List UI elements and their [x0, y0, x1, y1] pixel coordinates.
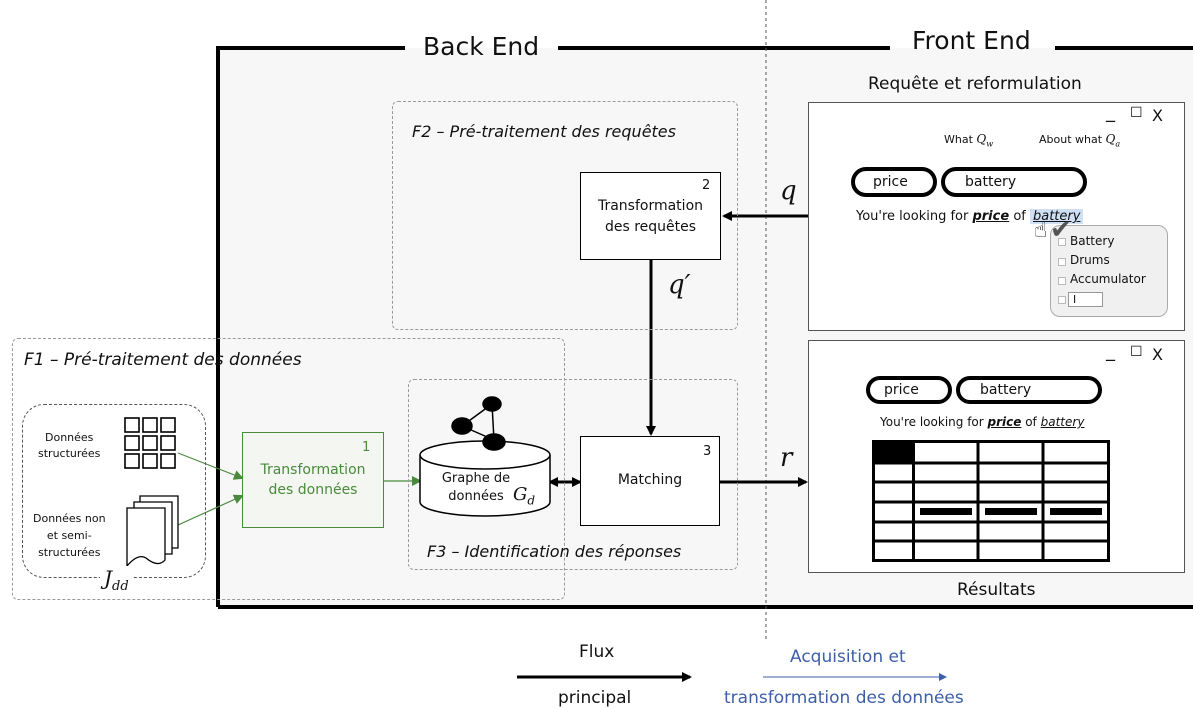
- results-close-icon[interactable]: X: [1152, 345, 1163, 364]
- database-icon: [419, 440, 551, 517]
- q-prime-label: q′: [668, 270, 691, 300]
- legend-acq-line2: transformation des données: [724, 688, 964, 708]
- box2-number: 2: [702, 178, 711, 193]
- box3-number: 3: [703, 444, 712, 459]
- front-end-title: Front End: [912, 26, 1031, 55]
- option-battery[interactable]: Battery: [1070, 234, 1115, 248]
- query-minimize-icon[interactable]: _: [1106, 102, 1115, 123]
- results-table: [872, 440, 1110, 562]
- q-label: q: [780, 176, 797, 206]
- graph-symbol: Gd: [513, 484, 536, 508]
- f1-title: F1 – Pré-traitement des données: [24, 350, 302, 370]
- query-window-title: Requête et reformulation: [868, 74, 1082, 94]
- legend-main-line2: principal: [558, 688, 632, 708]
- results-maximize-icon[interactable]: ☐: [1130, 344, 1143, 360]
- transformation-requetes-box: [580, 172, 721, 260]
- checkmark-icon: ✔: [1050, 215, 1072, 245]
- jdd-symbol: Jdd: [100, 566, 133, 594]
- box3-label: Matching: [617, 472, 683, 488]
- what-annotation: What Qw: [944, 132, 994, 149]
- structured-grid-icon: [124, 417, 176, 469]
- option-checkbox-battery[interactable]: [1058, 238, 1066, 246]
- legend-main-line1: Flux: [579, 642, 615, 662]
- main-frame: [216, 46, 405, 607]
- arrow-structured-to-transform: [177, 452, 244, 480]
- query-sentence: You're looking for price of battery: [856, 209, 1084, 224]
- matching-box: [580, 436, 720, 526]
- query-close-icon[interactable]: X: [1152, 106, 1163, 125]
- results-sentence: You're looking for price of battery: [880, 415, 1085, 429]
- query-what-input[interactable]: price: [851, 167, 937, 197]
- option-drums[interactable]: Drums: [1070, 253, 1110, 267]
- graph-nodes-icon: [451, 396, 506, 451]
- r-label: r: [780, 443, 793, 473]
- option-checkbox-custom[interactable]: [1058, 296, 1066, 304]
- legend-acq-line1: Acquisition et: [790, 647, 906, 667]
- option-custom-input[interactable]: I: [1068, 292, 1103, 307]
- back-end-title: Back End: [423, 32, 540, 61]
- option-accumulator[interactable]: Accumulator: [1070, 272, 1146, 286]
- transformation-donnees-box: [242, 432, 384, 528]
- query-about-input[interactable]: battery: [941, 167, 1087, 197]
- query-maximize-icon[interactable]: ☐: [1130, 105, 1143, 121]
- results-window-title: Résultats: [957, 580, 1036, 600]
- f2-region: [392, 101, 738, 330]
- f3-region: [408, 379, 738, 570]
- about-annotation: About what Qa: [1039, 132, 1121, 149]
- results-about-input[interactable]: battery: [956, 376, 1102, 404]
- arrow-unstructured-to-transform: [177, 494, 244, 526]
- results-what-input[interactable]: price: [866, 376, 952, 404]
- f1-region: [12, 338, 565, 600]
- option-checkbox-accumulator[interactable]: [1058, 277, 1066, 285]
- f3-title: F3 – Identification des réponses: [427, 542, 682, 561]
- documents-icon: [126, 495, 179, 568]
- results-minimize-icon[interactable]: _: [1106, 341, 1115, 362]
- option-checkbox-drums[interactable]: [1058, 258, 1066, 266]
- box1-number: 1: [362, 440, 371, 455]
- hand-cursor-icon: ☝: [1034, 218, 1048, 243]
- f2-title: F2 – Pré-traitement des requêtes: [412, 122, 676, 141]
